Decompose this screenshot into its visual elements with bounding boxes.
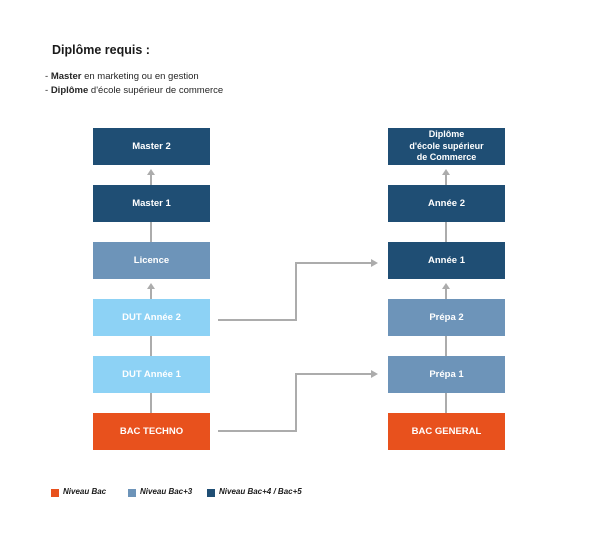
box-diplome-ecole-commerce: Diplôme d'école supérieur de Commerce [388, 128, 505, 165]
box-label: Année 1 [428, 255, 465, 266]
arrow-up-icon [147, 283, 155, 289]
connector-annee2-to-diplome [445, 175, 447, 185]
box-label: Master 2 [132, 141, 171, 152]
box-licence: Licence [93, 242, 210, 279]
box-bac-general: BAC GENERAL [388, 413, 505, 450]
box-prepa-2: Prépa 2 [388, 299, 505, 336]
box-label: BAC TECHNO [119, 426, 184, 437]
arrow-up-icon [147, 169, 155, 175]
box-label: Année 2 [428, 198, 465, 209]
connector-dut1-to-dut2 [150, 336, 152, 356]
arrow-up-icon [442, 283, 450, 289]
legend-label: Niveau Bac [63, 487, 107, 496]
box-label: BAC GENERAL [411, 426, 482, 437]
box-prepa-1: Prépa 1 [388, 356, 505, 393]
box-master-2: Master 2 [93, 128, 210, 165]
connector-bactechno-to-prepa1-segment [295, 373, 297, 432]
page-title: Diplôme requis : [52, 43, 150, 57]
bullet-dash: - [45, 71, 51, 82]
connector-licence-to-master1 [150, 222, 152, 242]
requirement-text: en marketing ou en gestion [81, 71, 199, 82]
legend-swatch [51, 489, 59, 497]
legend: Niveau Bac Niveau Bac+3 Niveau Bac+4 / B… [0, 486, 600, 502]
connector-bactechno-to-prepa1-segment [218, 430, 297, 432]
connector-dut2-to-annee1-segment [218, 319, 297, 321]
connector-annee1-to-annee2 [445, 222, 447, 242]
connector-dut2-to-annee1-segment [297, 262, 371, 264]
arrow-right-icon [371, 259, 378, 267]
box-label: Licence [133, 255, 170, 266]
box-label: Prépa 2 [429, 312, 464, 323]
box-annee-2: Année 2 [388, 185, 505, 222]
box-bac-techno: BAC TECHNO [93, 413, 210, 450]
connector-bactechno-to-dut1 [150, 393, 152, 413]
bullet-dash: - [45, 85, 51, 96]
legend-swatch [207, 489, 215, 497]
box-dut-annee-1: DUT Année 1 [93, 356, 210, 393]
legend-label: Niveau Bac+4 / Bac+5 [219, 487, 302, 496]
connector-bacgeneral-to-prepa1 [445, 393, 447, 413]
arrow-right-icon [371, 370, 378, 378]
arrow-up-icon [442, 169, 450, 175]
requirement-bold-term: Master [50, 71, 82, 82]
connector-prepa2-to-annee1 [445, 289, 447, 299]
box-label: Prépa 1 [429, 369, 464, 380]
box-label: DUT Année 1 [122, 369, 181, 380]
box-label: DUT Année 2 [122, 312, 181, 323]
requirements-list: - Master en marketing ou en gestion - Di… [45, 70, 223, 98]
connector-dut2-to-annee1-segment [295, 262, 297, 321]
requirement-item: - Diplôme d'école supérieur de commerce [45, 84, 223, 98]
requirement-bold-term: Diplôme [50, 85, 89, 96]
connector-prepa1-to-prepa2 [445, 336, 447, 356]
requirement-item: - Master en marketing ou en gestion [45, 70, 223, 84]
requirement-text: d'école supérieur de commerce [88, 85, 224, 96]
legend-swatch [128, 489, 136, 497]
box-master-1: Master 1 [93, 185, 210, 222]
box-annee-1: Année 1 [388, 242, 505, 279]
connector-bactechno-to-prepa1-segment [297, 373, 371, 375]
legend-label: Niveau Bac+3 [140, 487, 193, 496]
box-label: Master 1 [132, 198, 171, 209]
connector-master1-to-master2 [150, 175, 152, 185]
box-label: Diplôme d'école supérieur de Commerce [409, 129, 484, 163]
box-dut-annee-2: DUT Année 2 [93, 299, 210, 336]
connector-dut2-to-licence [150, 289, 152, 299]
